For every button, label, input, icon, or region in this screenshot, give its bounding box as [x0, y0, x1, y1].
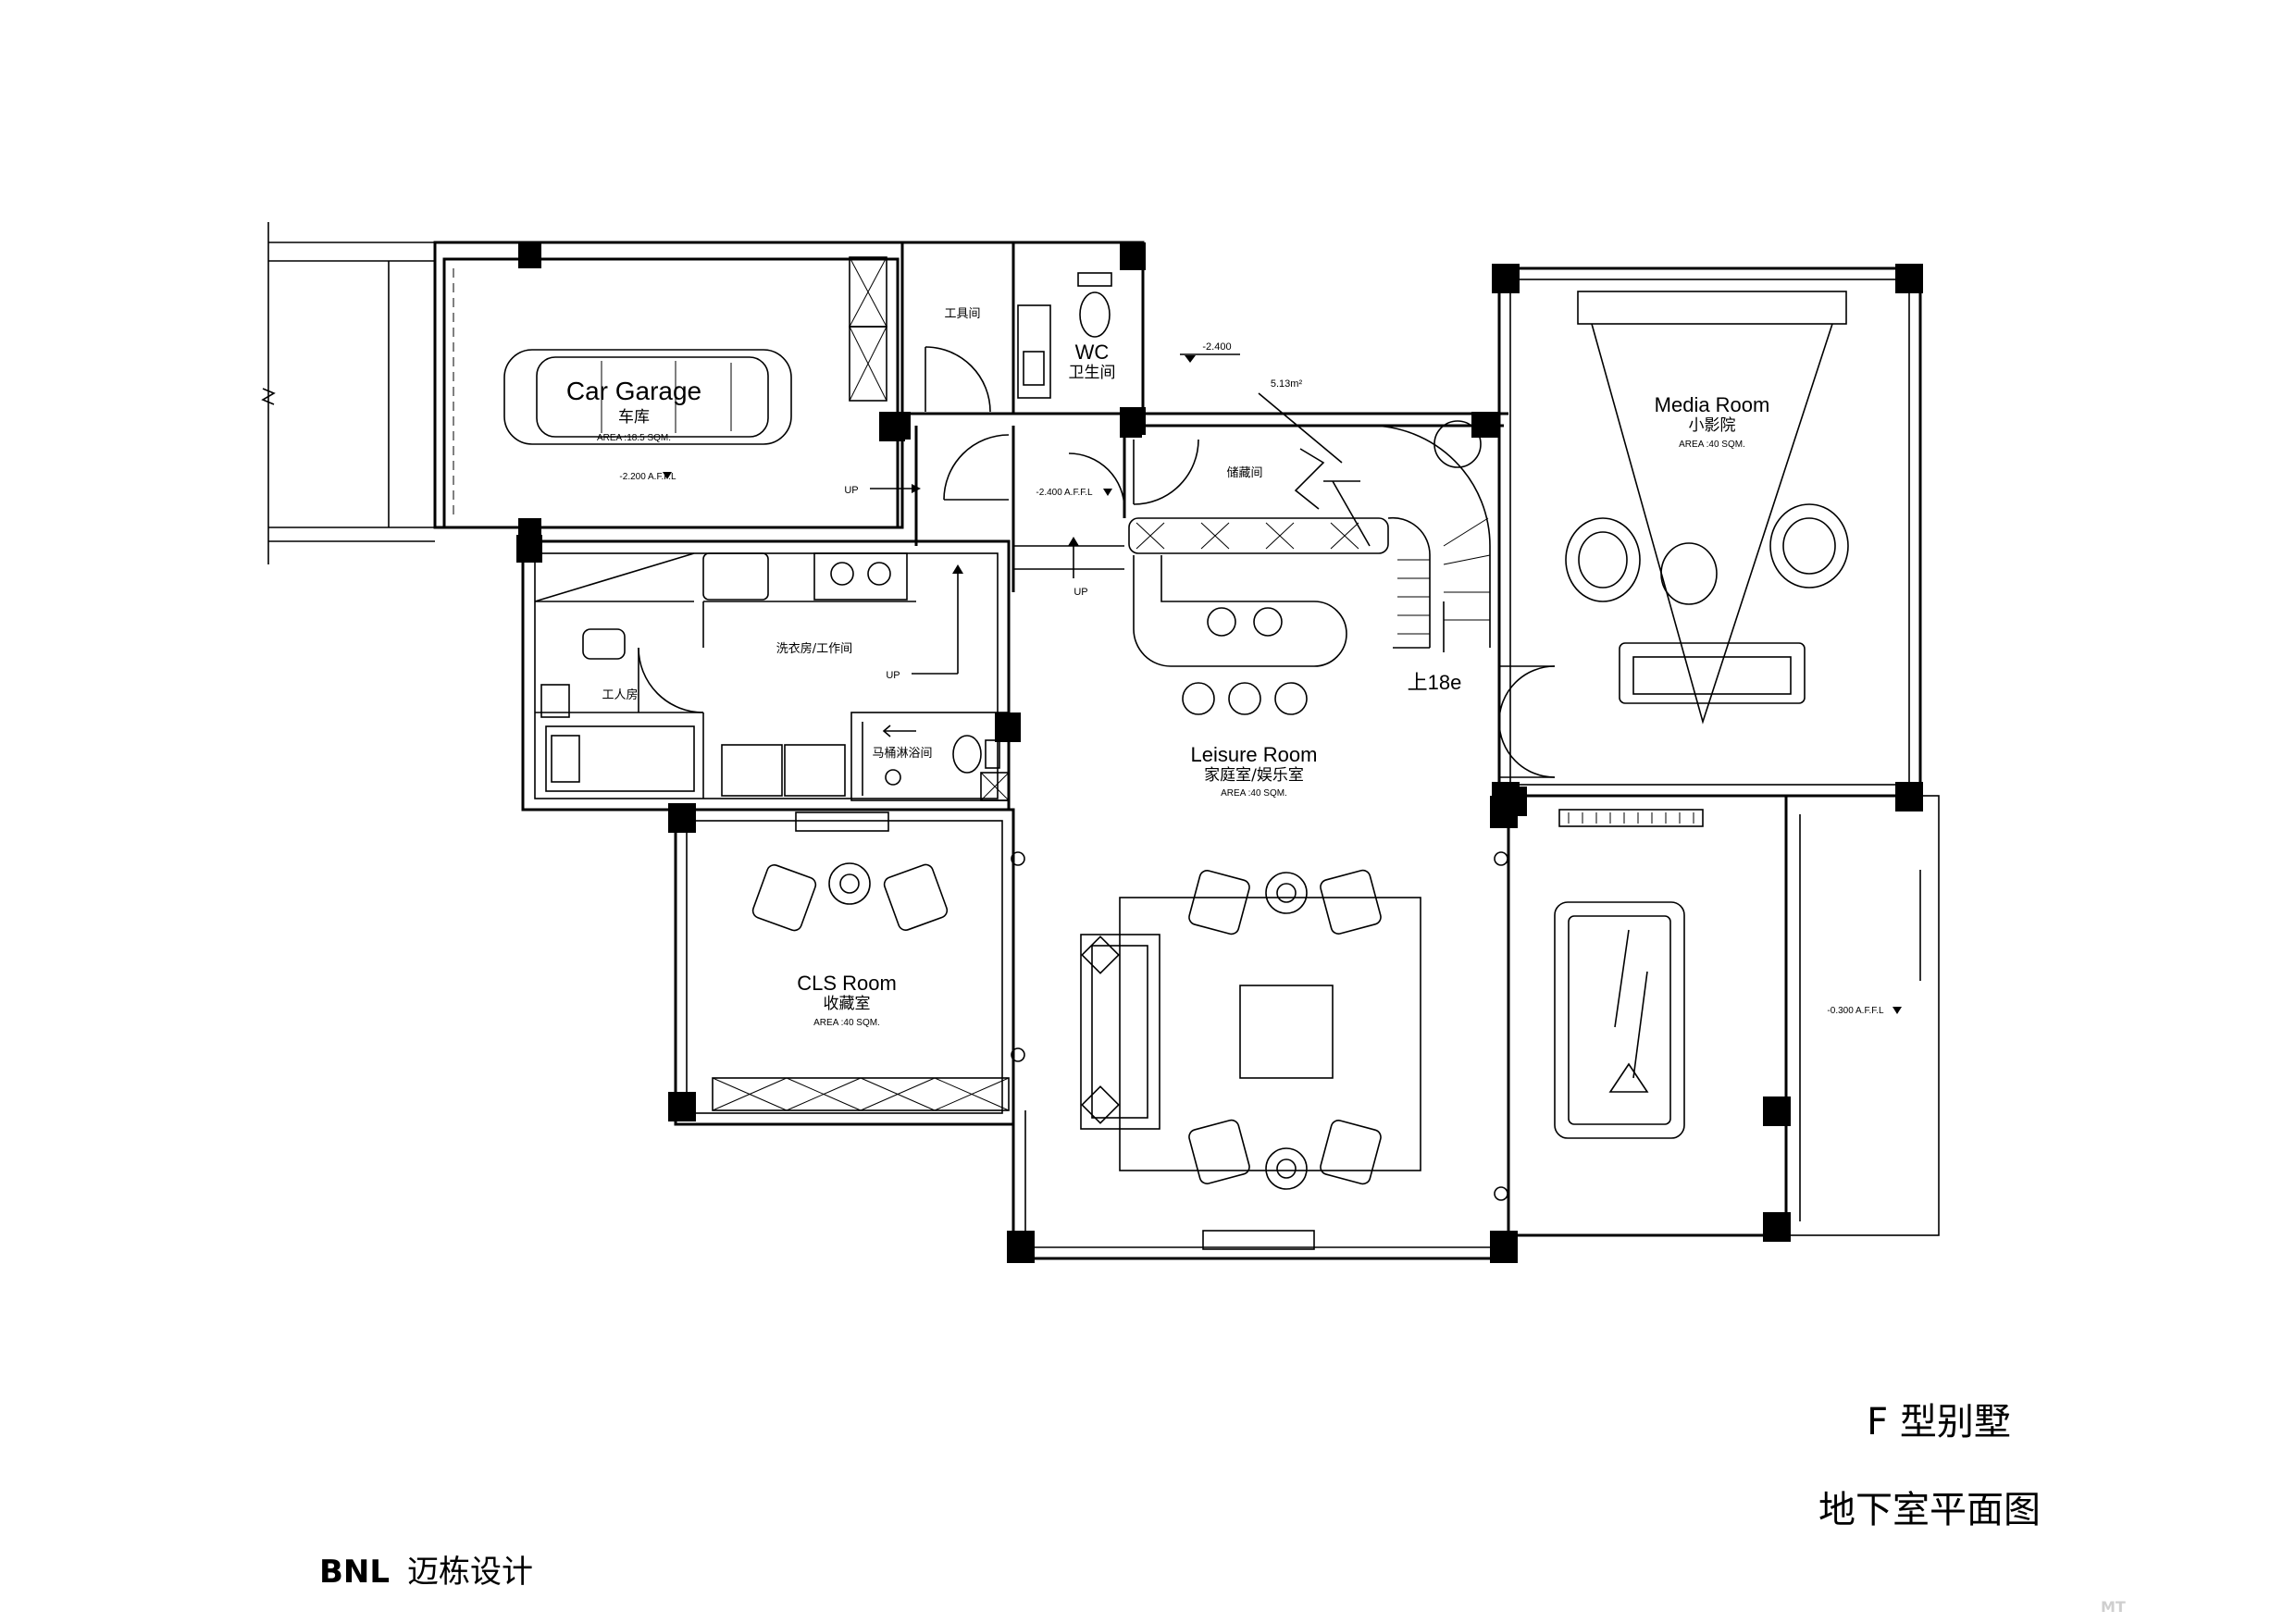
armchair-icon	[883, 863, 949, 931]
side-table-icon	[1265, 872, 1308, 914]
billiard-room: -0.300 A.F.F.L	[1499, 787, 1940, 1242]
leisure-room-area: AREA :40 SQM.	[1221, 788, 1287, 799]
media-room-title: Media Room	[1655, 393, 1770, 416]
stair-steps: 上18e	[1408, 671, 1462, 694]
armchair-icon	[1769, 503, 1849, 588]
title-line2: 地下室平面图	[1818, 1489, 2041, 1531]
armchair-icon	[1188, 1119, 1250, 1184]
media-room: Media Room 小影院 AREA :40 SQM.	[1492, 264, 1923, 812]
armchair-icon	[1188, 870, 1250, 935]
cls-room-area: AREA :40 SQM.	[813, 1018, 880, 1028]
washer-icon	[721, 744, 846, 797]
corridor: -2.400 A.F.F.L UP UP	[844, 426, 1126, 598]
side-table-icon	[1265, 1147, 1308, 1190]
sofa-icon	[1619, 642, 1806, 704]
sofa-icon	[1080, 934, 1160, 1130]
armchair-icon	[1565, 517, 1641, 602]
maid-room-cn: 工人房	[602, 688, 638, 702]
car-garage-area: AREA :18.5 SQM.	[597, 433, 671, 443]
armchair-icon	[1320, 1120, 1382, 1185]
storage-cn: 储藏间	[1226, 466, 1262, 480]
brand-bnl: BNL	[319, 1554, 390, 1591]
car-icon	[503, 349, 792, 445]
watermark-logo: MT	[2101, 1598, 2126, 1616]
title-line1: F 型别墅	[1867, 1401, 2011, 1443]
stair-value: 5.13m²	[1271, 378, 1303, 390]
car-garage-room: Car Garage 车库 AREA :18.5 SQM. -2.200 A.F…	[433, 241, 905, 544]
coffee-table-icon	[1239, 985, 1334, 1079]
armchair-icon	[1320, 869, 1382, 935]
service-wing: 洗衣房/工作间 工人房 UP	[516, 535, 1021, 812]
cls-room-title: CLS Room	[797, 972, 897, 995]
storage-stair: 储藏间	[1120, 341, 1508, 715]
billiard-table-icon	[1554, 901, 1685, 1139]
tool-wc-rooms: 工具间 WC 卫生间	[888, 241, 1146, 440]
shower-room: 马桶淋浴间	[850, 712, 1010, 801]
media-room-cn: 小影院	[1689, 416, 1736, 435]
wc-cn: 卫生间	[1069, 364, 1116, 382]
shower-cn: 马桶淋浴间	[872, 747, 932, 761]
up-marker-garage: UP	[844, 485, 858, 496]
media-room-area: AREA :40 SQM.	[1679, 440, 1745, 450]
brand-name: 迈栋设计	[407, 1554, 533, 1591]
armchair-icon	[1660, 542, 1718, 605]
car-garage-cn: 车库	[618, 408, 650, 427]
toilet-icon	[1077, 272, 1112, 338]
leisure-room-title: Leisure Room	[1191, 743, 1318, 766]
side-table-icon	[828, 862, 871, 905]
leisure-room-cn: 家庭室/娱乐室	[1204, 766, 1304, 785]
cls-room: CLS Room 收藏室 AREA :40 SQM.	[668, 803, 1015, 1126]
chair-icon	[582, 628, 626, 660]
laundry-cn: 洗衣房/工作间	[776, 641, 852, 656]
toilet-icon	[952, 735, 1000, 774]
armchair-icon	[751, 864, 817, 932]
wc-level: -2.400 A.F.F.L	[1036, 488, 1093, 498]
up-marker-center: UP	[1074, 587, 1087, 598]
driveway	[261, 222, 435, 564]
cls-room-cn: 收藏室	[824, 995, 871, 1013]
leisure-room: Leisure Room 家庭室/娱乐室 AREA :40 SQM.	[1007, 743, 1518, 1263]
wc-title: WC	[1075, 341, 1110, 364]
stair-level: -2.400	[1202, 341, 1231, 353]
car-garage-level: -2.200 A.F.F.L	[619, 472, 676, 482]
billiard-level: -0.300 A.F.F.L	[1827, 1006, 1884, 1016]
up-marker-laundry: UP	[886, 670, 900, 681]
tool-room-cn: 工具间	[944, 307, 980, 321]
car-garage-title: Car Garage	[566, 377, 701, 405]
bed-icon	[545, 725, 695, 792]
